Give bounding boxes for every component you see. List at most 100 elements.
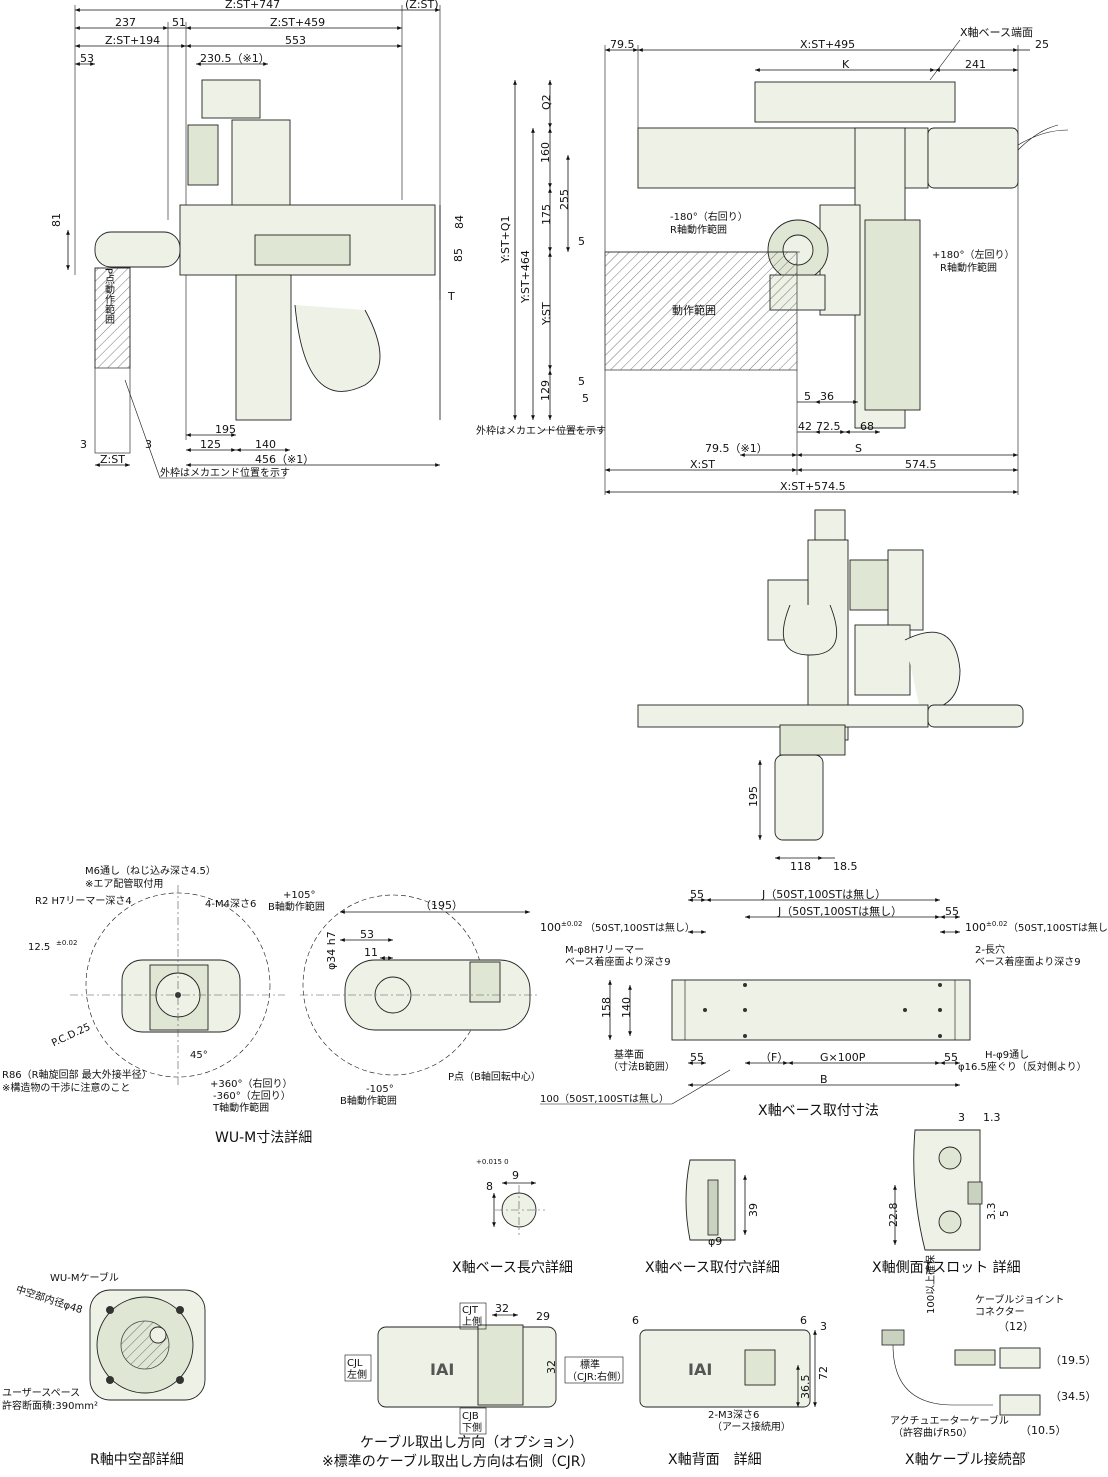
cd-29: 29 [536,1310,550,1323]
side-cable-loop-2 [904,631,961,711]
dim-129: 129 [539,380,552,401]
dim-72-5: 72.5 [816,420,841,433]
p-range-label: P点動作範囲 [103,268,115,325]
dim-yst-q1: Y:ST+Q1 [499,215,512,264]
dim-xst574-5: X:ST+574.5 [780,480,846,493]
xb-55c: 55 [690,1051,704,1064]
motion-range-hatch [604,251,798,371]
dim-5b: 5 [578,375,585,388]
x-base-end: X軸ベース端面 [960,25,1033,39]
cc-10-5: （10.5） [1020,1424,1067,1437]
dim-zst-b: Z:ST [100,453,125,466]
cd-cjb: CJB [462,1411,479,1422]
dim-zst459: Z:ST+459 [270,16,325,29]
dim-85: 85 [452,248,465,262]
cc-19-5: （19.5） [1050,1354,1097,1367]
xb-ref2: （寸法B範囲） [608,1060,675,1073]
cd-cjl: CJL [347,1358,363,1369]
wum-45: 45° [190,1050,208,1061]
side-dim-18-5: 18.5 [833,860,858,873]
cc-12: （12） [998,1320,1034,1333]
x-cable [1017,124,1069,151]
xb-reamer: M-φ8H7リーマー [565,945,644,956]
side-motor [887,549,924,631]
wum-11: 11 [364,946,378,959]
y-axis-top [754,81,956,123]
cc-cable-upper [954,1349,996,1366]
y-motor [864,219,921,411]
motor-housing [231,119,291,211]
back-body [639,1329,811,1408]
front-note: 外枠はメカエンド位置を示す [160,466,290,479]
tslot-block [913,1129,981,1251]
cd-cjt2: 上側 [462,1315,482,1328]
back-detail: IAI 6 6 3 72 36.5 2-M3深さ6 （アース接続用） X軸背面 … [632,1314,830,1468]
r-minus-label: R軸動作範囲 [670,223,727,236]
dim-237: 237 [115,16,136,29]
dim-t: T [447,290,455,303]
wum-r86: R86（R軸旋回部 最大外接半径） [2,1068,152,1081]
xb-slot: 2-長穴 [975,943,1005,956]
hollow-area: 許容断面積:390mm² [2,1399,98,1412]
cd-cjb2: 下側 [462,1421,482,1434]
dim-160: 160 [539,142,552,163]
wum-t-plus: +360°（右回り） [210,1077,292,1090]
top-note: 外枠はメカエンド位置を示す [476,424,606,437]
side-dim-118: 118 [790,860,811,873]
tslot-detail: 3 1.3 22.8 3.3 5 X軸側面Tスロット 詳細 [872,1111,1021,1276]
cd-std: 標準 [580,1358,600,1371]
back-36-5: 36.5 [799,1375,812,1400]
cd-connector-area [477,1324,524,1406]
dim-k: K [842,58,850,71]
x-base-plate [671,979,971,1041]
slider [254,234,351,266]
dim-84: 84 [453,215,466,229]
cc-act2: （許容曲げR50） [893,1426,973,1439]
hollow-caption: R軸中空部詳細 [90,1452,184,1468]
dim-175: 175 [540,204,553,225]
side-lower [779,724,846,756]
wum-r2: R2 H7リーマー深さ4 [35,895,132,907]
dim-5c: 5 [582,392,589,405]
dim-51: 51 [172,16,186,29]
wrist-unit [94,231,181,268]
cd-body [377,1326,557,1408]
xb-tol-l: ±0.02 [561,920,582,928]
p-range-frame [94,267,131,454]
cable-loop [294,304,381,392]
cc-joint-lower [999,1394,1041,1416]
dim-zst194: Z:ST+194 [105,34,160,47]
xb-j2: J（50ST,100STは無し） [777,904,902,918]
back-6r: 6 [800,1314,807,1327]
dim-79-5-b: 79.5（※1） [705,442,768,455]
xb-55b: 55 [945,905,959,918]
slot-detail: 9 8 +0.015 0 X軸ベース長穴詳細 [452,1158,573,1276]
wum-side-body [344,959,531,1031]
tslot-5: 5 [998,1210,1011,1217]
dim-553: 553 [285,34,306,47]
hollow-cable [149,1326,167,1344]
tslot-1-3: 1.3 [983,1111,1001,1124]
cable-direction: IAI CJT 上側 CJL 左側 CJB 下側 標準 （CJR:右側） 32 … [322,1302,627,1470]
xb-tol-note-l: （50ST,100STは無し） [585,921,695,934]
xb-55d: 55 [944,1051,958,1064]
dim-5a: 5 [578,235,585,248]
dim-79-5: 79.5 [610,38,635,51]
cc-keep: 100以上確保 [924,1255,937,1314]
side-dim-195: 195 [747,786,760,807]
r-minus: -180°（右回り） [670,210,748,223]
xb-100b: 100（50ST,100STは無し） [540,1092,669,1105]
motion-range-label: 動作範囲 [672,303,716,317]
wum-d34: φ34 h7 [325,931,338,970]
tslot-hole-top [938,1146,962,1170]
xb-158: 158 [600,997,613,1018]
dim-230: 230.5（※1） [200,52,270,65]
cd-32v: 32 [545,1360,558,1374]
dim-241: 241 [965,58,986,71]
p-range-hatch [94,267,131,369]
top-view: 79.5 X:ST+495 X軸ベース端面 25 K 241 動作範囲 -180… [476,25,1069,495]
xb-g: G×100P [820,1051,866,1064]
motor-top [201,79,261,119]
cc-connector-top [881,1329,905,1346]
